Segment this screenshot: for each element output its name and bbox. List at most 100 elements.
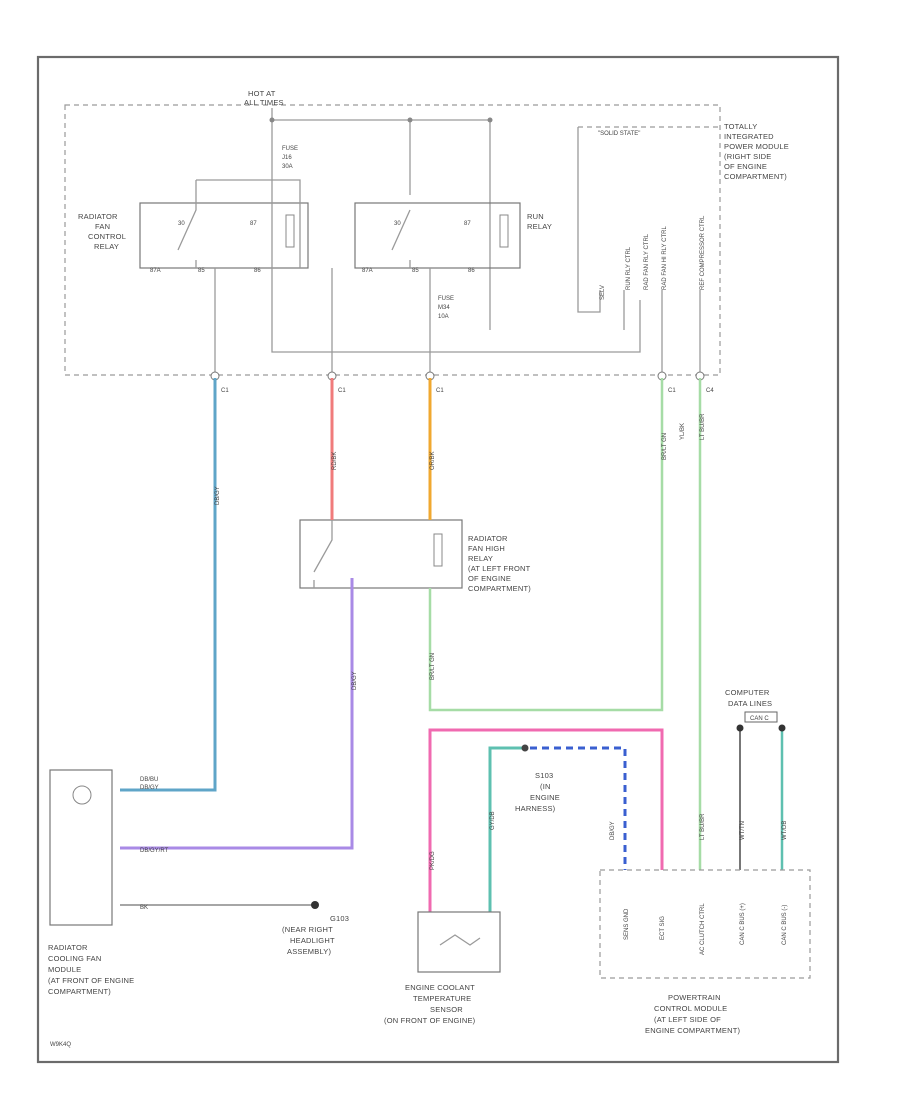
pcm-l1: POWERTRAIN <box>668 993 721 1002</box>
wire-label-w13: GY/DB <box>490 811 496 830</box>
fan-module-l2: COOLING FAN <box>48 954 101 963</box>
run-pin-86: 86 <box>468 268 475 274</box>
fan-module-l3: MODULE <box>48 965 81 974</box>
wire-blue <box>120 378 217 792</box>
ground-g103-dot <box>311 901 319 909</box>
fcr-to-tipm <box>271 180 641 353</box>
fuse-mid-l1: FUSE <box>438 296 454 302</box>
s103-l1: S103 <box>535 771 553 780</box>
ect-thermistor-icon <box>439 934 481 946</box>
g103-l3: HEADLIGHT <box>290 936 335 945</box>
connector-label: C1 <box>668 388 676 394</box>
fcr-pin-85: 85 <box>198 268 205 274</box>
outer-frame <box>36 55 840 1064</box>
pcm-pin-5: CAN C BUS (-) <box>782 905 788 945</box>
ect-l2: TEMPERATURE <box>413 994 471 1003</box>
connector-row: C1 C1 C1 C1 C4 <box>210 371 714 394</box>
tipm-l4: (RIGHT SIDE <box>724 152 771 161</box>
wire-label-w2: RD/BK <box>332 452 338 470</box>
tipm-out-label-1: SELV <box>600 285 606 300</box>
fhr-l1: RADIATOR <box>468 534 508 543</box>
pcm-l2: CONTROL MODULE <box>654 1004 727 1013</box>
pcm-l3: (AT LEFT SIDE OF <box>654 1015 721 1024</box>
fuse-mid-l2: M34 <box>438 305 450 311</box>
wire-label-w8: DB/GY <box>352 671 358 690</box>
wire-pink <box>428 728 664 912</box>
splice-dot <box>269 117 275 123</box>
fcr-pin-87a: 87A <box>150 268 161 274</box>
fan-module-l4: (AT FRONT OF ENGINE <box>48 976 134 985</box>
tipm-l3: POWER MODULE <box>724 142 789 151</box>
wire-label-w4: BR/LT GN <box>662 433 668 460</box>
fcr-switch <box>177 180 197 268</box>
data-lines-l2: DATA LINES <box>728 699 772 708</box>
fuse-mid-l3: 10A <box>438 314 449 320</box>
g103-l4: ASSEMBLY) <box>287 947 331 956</box>
splice-dot <box>487 117 493 123</box>
s103-l2: (IN <box>540 782 551 791</box>
splice-dot <box>407 117 413 123</box>
run-coil <box>499 214 509 248</box>
wire-label-w3: OR/BK <box>430 451 436 470</box>
wire-label-w14: DB/GY <box>610 821 616 840</box>
wire-purple <box>120 578 354 850</box>
run-pin-87a: 87A <box>362 268 373 274</box>
fan-module-pin3: BK <box>140 905 148 911</box>
hot-at-label-2: ALL TIMES <box>244 98 284 107</box>
pcm-l4: ENGINE COMPARTMENT) <box>645 1026 740 1035</box>
ect-sensor-box <box>417 911 501 973</box>
can-dot <box>778 724 786 732</box>
fcr-pin-30: 30 <box>178 221 185 227</box>
can-tag: CAN C <box>750 716 769 722</box>
connector-label: C4 <box>706 388 714 394</box>
can-dot <box>736 724 744 732</box>
tipm-l2: INTEGRATED <box>724 132 774 141</box>
run-relay <box>354 202 521 269</box>
tipm-out-label-3: RAD FAN RLY CTRL <box>644 233 650 290</box>
fuse-top-l3: 30A <box>282 164 293 170</box>
fan-control-relay <box>139 202 309 269</box>
pcm-pin-3: AC CLUTCH CTRL <box>700 903 706 955</box>
wire-label-w6: YL/BK <box>680 423 686 440</box>
g103-l2: (NEAR RIGHT <box>282 925 333 934</box>
pcm-pin-2: ECT SIG <box>660 916 666 940</box>
splice-s103 <box>521 744 529 752</box>
connector-label: C1 <box>338 388 346 394</box>
connector-label: C1 <box>221 388 229 394</box>
fan-control-relay-l3: CONTROL <box>88 232 126 241</box>
tipm-selv <box>577 127 601 313</box>
fan-module-l5: COMPARTMENT) <box>48 987 111 996</box>
fhr-l3: RELAY <box>468 554 493 563</box>
fuse-top-l2: J16 <box>282 155 292 161</box>
tipm-out-label-5: REF COMPRESSOR CTRL <box>700 215 706 290</box>
tipm-l5: OF ENGINE <box>724 162 767 171</box>
ect-l1: ENGINE COOLANT <box>405 983 475 992</box>
s103-l3: ENGINE <box>530 793 560 802</box>
tipm-tag: "SOLID STATE" <box>598 131 640 137</box>
connector-label: C1 <box>436 388 444 394</box>
fan-control-relay-l2: FAN <box>95 222 110 231</box>
wire-label-w17: WT/DB <box>782 821 788 840</box>
wire-label-w15: LT BU/BR <box>700 813 706 840</box>
fan-module <box>49 769 113 926</box>
diagram-code: W9K4Q <box>50 1042 71 1048</box>
fan-module-pin1: DB/BU <box>140 777 158 783</box>
fhr-l6: COMPARTMENT) <box>468 584 531 593</box>
tipm-l6: COMPARTMENT) <box>724 172 787 181</box>
fan-module-pin1b: DB/GY <box>140 785 159 791</box>
fan-control-relay-l1: RADIATOR <box>78 212 118 221</box>
pcm-pin-4: CAN C BUS (+) <box>740 903 746 945</box>
g103-l1: G103 <box>330 914 349 923</box>
fan-high-relay <box>299 519 463 589</box>
wire-label-w1: DB/GY <box>215 486 221 505</box>
fan-module-pin2: DB/GY/RT <box>140 848 169 854</box>
tipm-out-label-2: RUN RLY CTRL <box>626 246 632 290</box>
wire-teal <box>488 746 525 912</box>
tipm-enclosure <box>64 104 721 376</box>
wire-label-w12: PK/DG <box>430 851 436 870</box>
fcr-pin-86: 86 <box>254 268 261 274</box>
hot-at-label: HOT AT <box>248 89 276 98</box>
fhr-l4: (AT LEFT FRONT <box>468 564 531 573</box>
fan-module-l1: RADIATOR <box>48 943 88 952</box>
